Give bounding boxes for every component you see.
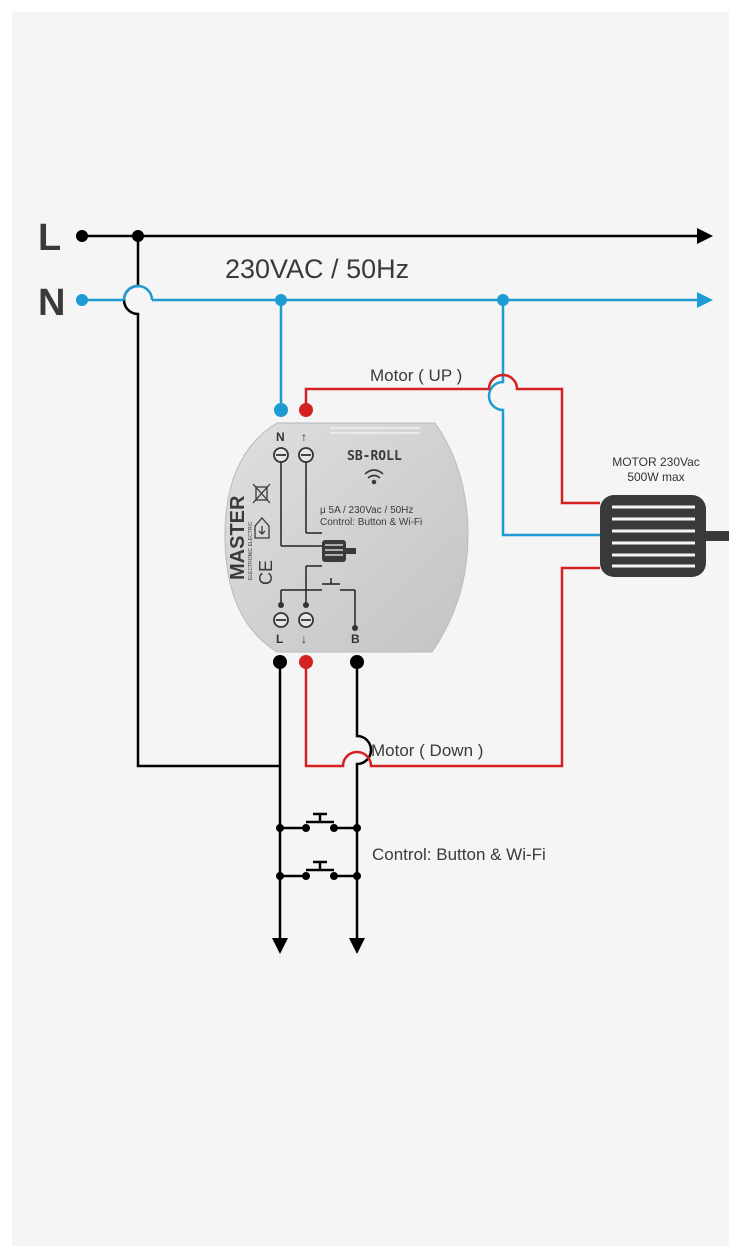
no-waste-bin-icon	[252, 483, 271, 504]
live-label: L	[38, 217, 61, 259]
brand-subtitle: ELECTRONIC ELECTRIC	[248, 521, 254, 580]
live-arrow-right	[697, 228, 713, 244]
terminal-b-label: B	[351, 632, 360, 646]
motor-wires	[304, 373, 600, 768]
motor-fins	[612, 505, 695, 568]
indoor-house-icon	[254, 517, 270, 539]
supply-label: 230VAC / 50Hz	[225, 254, 409, 284]
push-button-1	[306, 812, 334, 824]
motor-up-wire	[304, 373, 600, 505]
ce-mark: CE	[256, 560, 276, 585]
motor-down-label: Motor ( Down )	[371, 741, 483, 760]
motor-shaft	[706, 531, 729, 541]
terminal-n-label: N	[276, 430, 285, 444]
terminal-down-label: ↓	[301, 632, 307, 646]
ce-mark-group: CE	[256, 560, 276, 585]
device-spec-line1: μ 5A / 230Vac / 50Hz	[320, 505, 413, 516]
motor-rating-line2: 500W max	[627, 470, 684, 484]
neutral-arrow-right	[697, 292, 713, 308]
neutral-label: N	[38, 282, 65, 324]
neutral-bus-hop	[122, 284, 154, 301]
b-arrow-down	[349, 938, 365, 954]
neutral-wires	[82, 284, 700, 537]
device-inner-wiring	[280, 448, 356, 628]
device-terminal-dots	[278, 602, 358, 631]
sb-roll-device	[224, 422, 469, 653]
motor-rating-line1: MOTOR 230Vac	[612, 455, 700, 469]
device-mini-motor-icon	[322, 540, 356, 562]
device-top-ridges	[330, 427, 420, 434]
device-spec-line2: Control: Button & Wi-Fi	[320, 517, 422, 528]
l-arrow-down	[272, 938, 288, 954]
device-brand: MASTER ELECTRONIC ELECTRIC	[227, 495, 254, 580]
terminal-l-label: L	[276, 632, 283, 646]
motor-icon	[600, 495, 729, 577]
button-b-wire	[355, 662, 373, 942]
motor-up-label: Motor ( UP )	[370, 366, 462, 385]
control-label: Control: Button & Wi-Fi	[372, 845, 546, 864]
device-model-label: SB-ROLL	[347, 449, 402, 464]
device-body	[224, 422, 469, 653]
brand-name: MASTER	[227, 495, 249, 580]
junction-dots	[76, 230, 509, 880]
wifi-icon	[364, 469, 384, 485]
device-terminal-slots	[276, 454, 311, 621]
motor-down-wire	[304, 566, 600, 768]
motor-neutral-wire	[487, 300, 600, 537]
terminal-up-label: ↑	[301, 430, 307, 444]
push-button-2	[306, 860, 334, 872]
